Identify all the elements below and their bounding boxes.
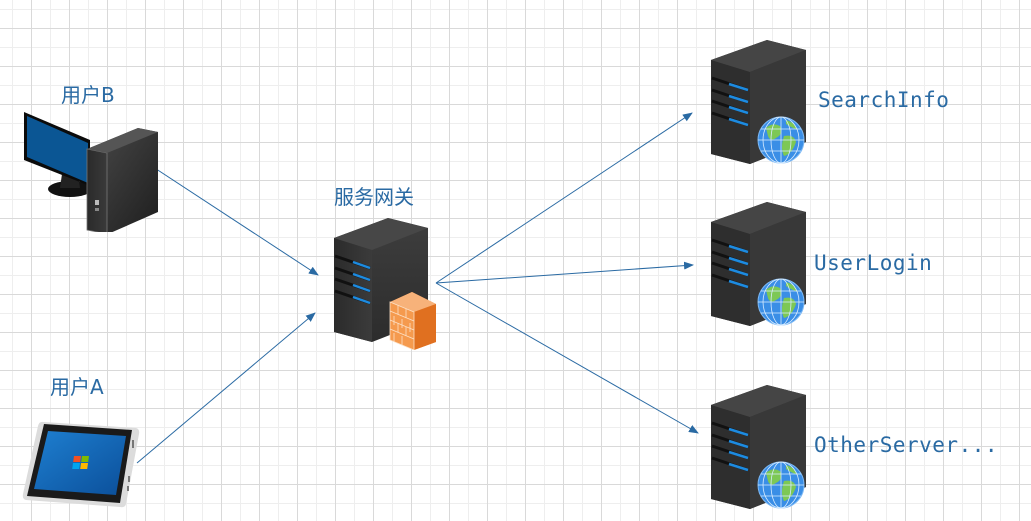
server-globe-icon (711, 202, 806, 326)
user-login-label: UserLogin (814, 251, 933, 275)
server-firewall-icon (334, 218, 436, 351)
server-globe-icon (711, 385, 806, 509)
user-a-node[interactable] (22, 420, 140, 512)
gateway-label: 服务网关 (334, 185, 414, 209)
edge-gateway-to-other-server (435, 282, 699, 434)
server-status-lights (711, 238, 749, 289)
firewall-icon (389, 292, 436, 351)
search-info-node[interactable] (710, 38, 810, 172)
other-server-node[interactable] (710, 383, 810, 517)
tablet-icon (22, 421, 140, 508)
globe-icon (757, 116, 805, 164)
server-status-lights (711, 421, 749, 472)
edge-gateway-to-search-info (435, 112, 693, 284)
windows-logo-icon (72, 456, 89, 469)
other-server-label: OtherServer... (814, 433, 999, 457)
edge-user-b-to-gateway (143, 160, 319, 276)
user-login-node[interactable] (710, 200, 810, 334)
server-status-lights (334, 254, 371, 305)
globe-icon (757, 278, 805, 326)
server-globe-icon (711, 40, 806, 164)
globe-icon (757, 461, 805, 509)
user-b-node[interactable] (20, 112, 162, 236)
edge-gateway-to-user-login (435, 261, 694, 284)
edge-user-a-to-gateway (136, 312, 316, 464)
gateway-node[interactable] (332, 216, 440, 354)
search-info-label: SearchInfo (818, 88, 950, 112)
user-a-label: 用户A (50, 375, 104, 399)
user-b-label: 用户B (61, 83, 115, 107)
server-status-lights (711, 76, 749, 127)
desktop-computer-icon (24, 112, 158, 235)
